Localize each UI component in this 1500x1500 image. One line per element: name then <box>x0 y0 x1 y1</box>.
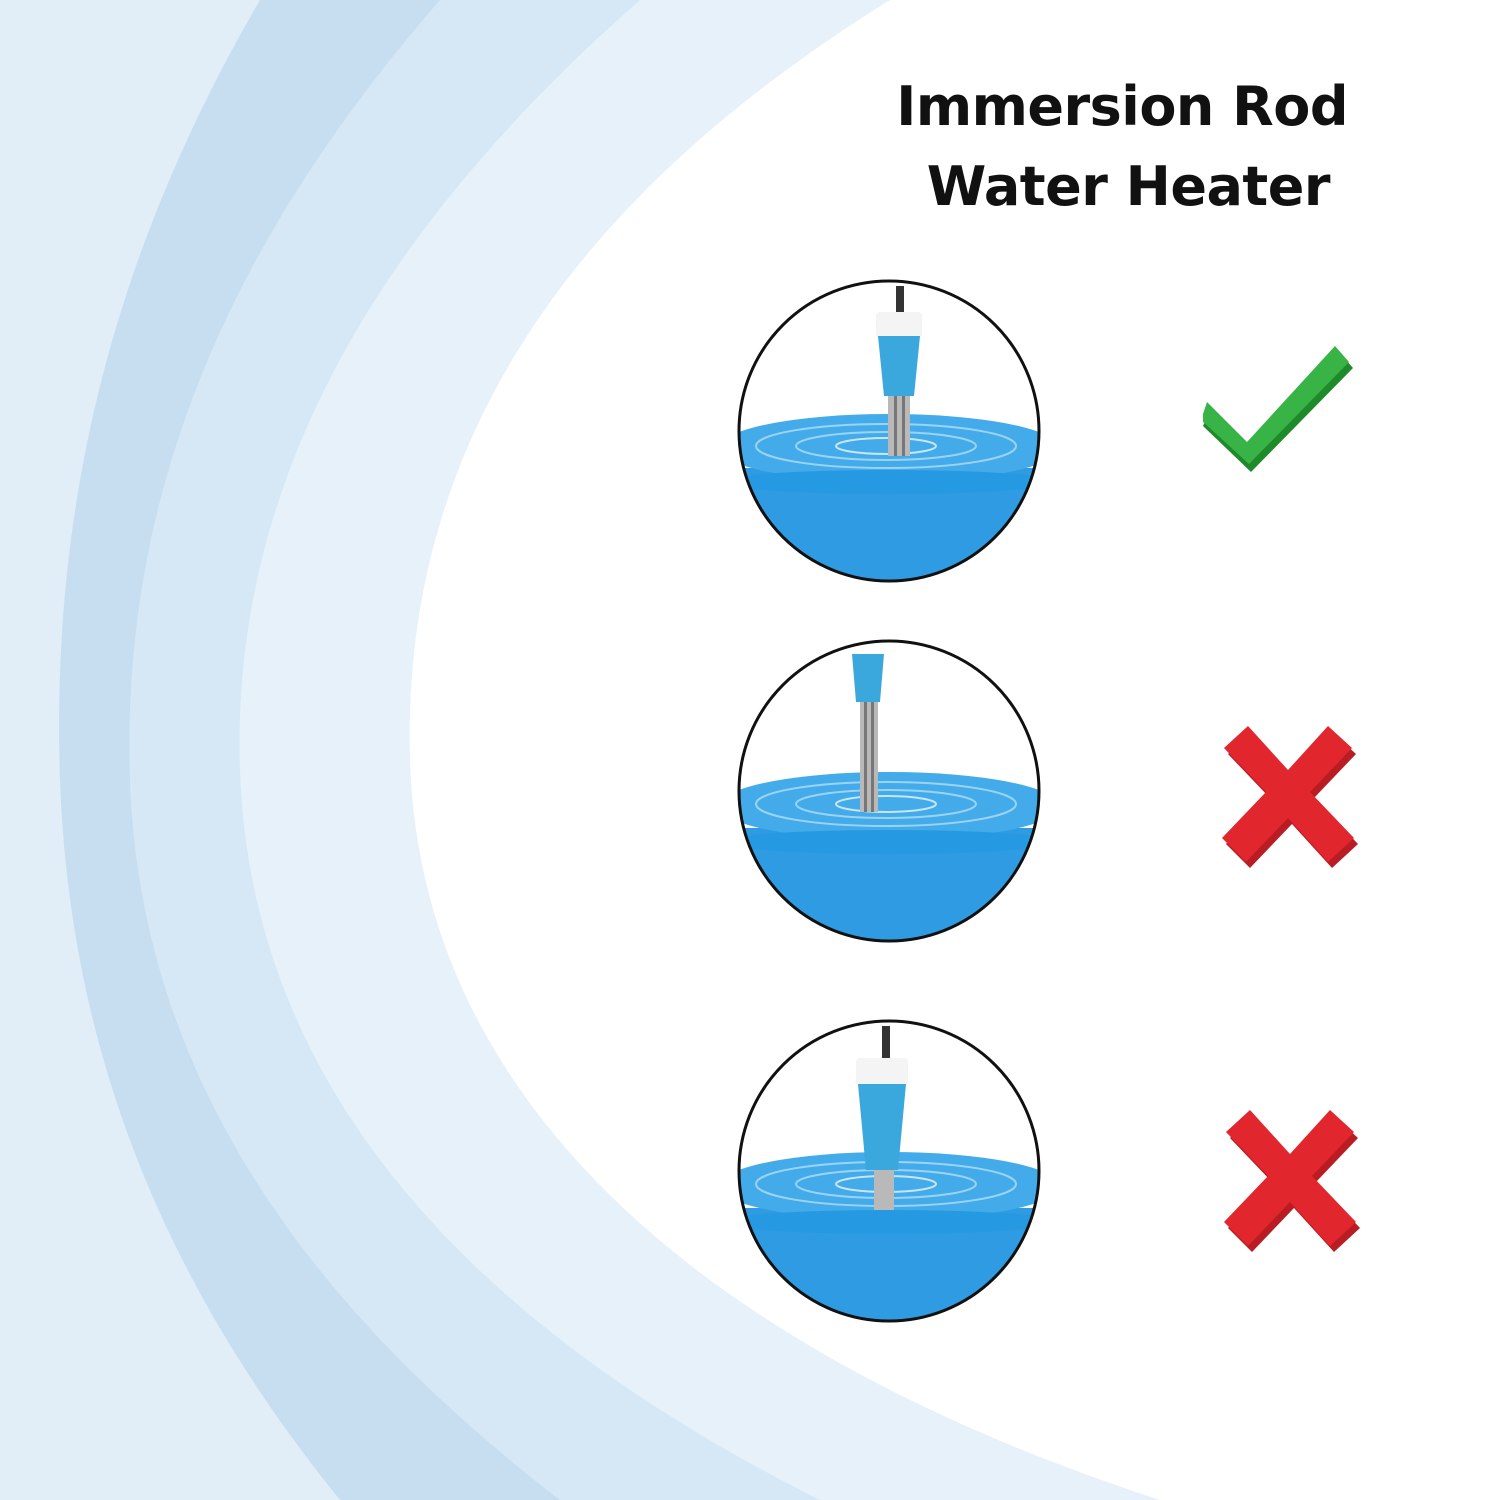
check-icon <box>1203 342 1363 502</box>
scene-correct-immersion <box>736 278 1042 584</box>
scene-rod-body-submerged <box>736 1018 1042 1324</box>
scene-rod-not-deep <box>736 638 1042 944</box>
cross-icon <box>1224 1108 1384 1268</box>
title-line-2: Water Heater <box>926 155 1331 218</box>
cross-icon <box>1222 724 1382 884</box>
title-line-1: Immersion Rod <box>896 75 1348 138</box>
